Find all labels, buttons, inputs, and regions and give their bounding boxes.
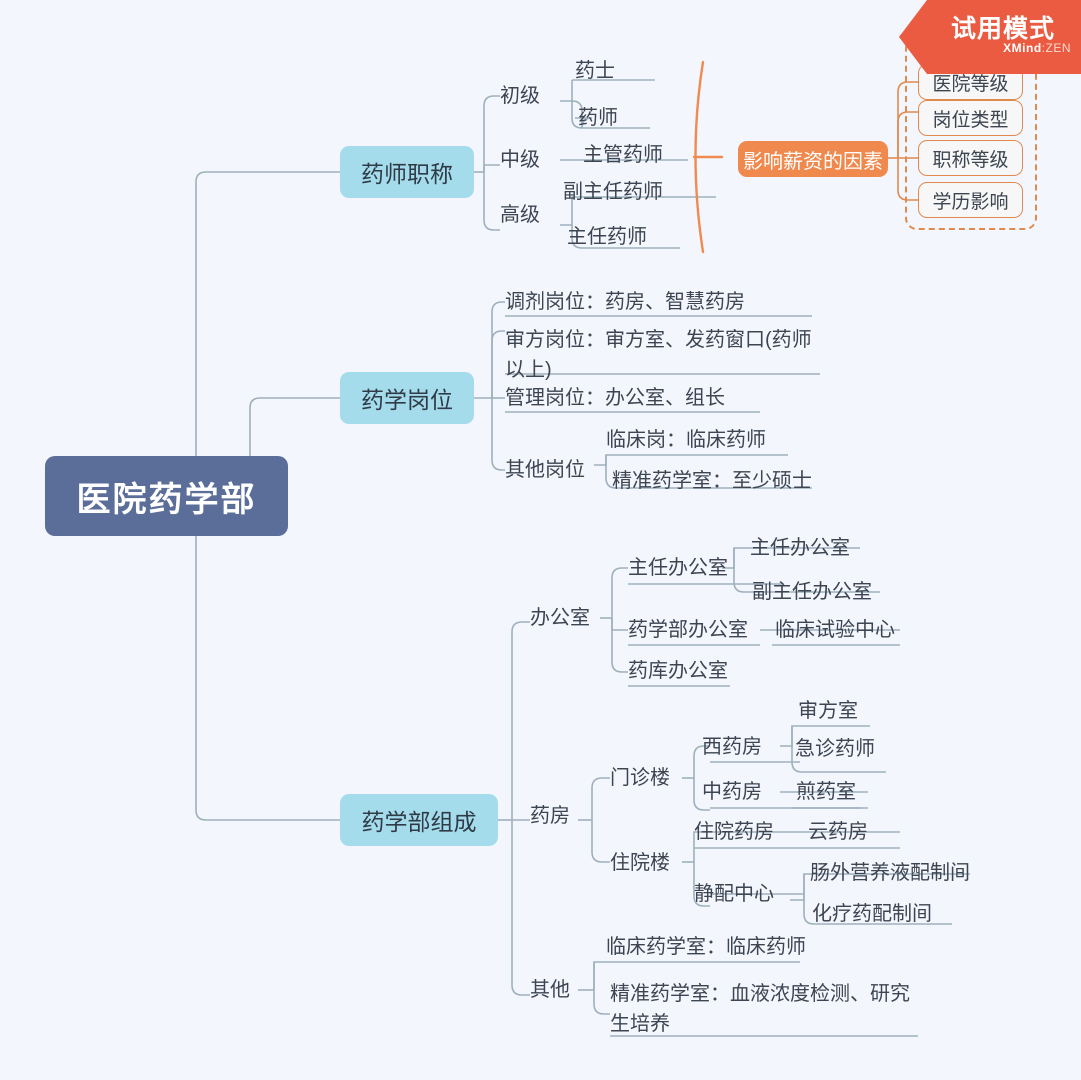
trial-mode-label: 试用模式: [951, 15, 1056, 43]
node-pharmacy-technician[interactable]: 药士: [575, 60, 615, 82]
node-western-pharmacy[interactable]: 西药房: [702, 736, 762, 758]
node-deputy-director-office[interactable]: 副主任办公室: [752, 581, 872, 603]
node-deputy-chief-pharmacist[interactable]: 副主任药师: [563, 181, 663, 203]
node-cloud-pharmacy[interactable]: 云药房: [808, 821, 868, 843]
node-inpatient-building[interactable]: 住院楼: [610, 852, 670, 874]
node-junior-level[interactable]: 初级: [500, 85, 540, 107]
callout-salary-factors[interactable]: 影响薪资的因素: [738, 141, 888, 177]
node-precision-pharmacy-room[interactable]: 精准药学室：血液浓度检测、研究生培养: [610, 983, 910, 1035]
node-dispensing-post[interactable]: 调剂岗位：药房、智慧药房: [505, 291, 745, 313]
obox-title-grade[interactable]: 职称等级: [918, 140, 1023, 176]
node-senior-level[interactable]: 高级: [500, 204, 540, 226]
node-intermediate-level[interactable]: 中级: [500, 149, 540, 171]
node-clinical-post[interactable]: 临床岗：临床药师: [606, 429, 766, 451]
xmind-logo-suffix: ZEN: [1045, 41, 1071, 55]
node-director-office[interactable]: 主任办公室: [750, 537, 850, 559]
node-director-office-group[interactable]: 主任办公室: [628, 557, 728, 579]
node-clinical-trial-center[interactable]: 临床试验中心: [775, 619, 895, 641]
node-chinese-pharmacy[interactable]: 中药房: [702, 781, 762, 803]
xmind-logo-sep: :: [1041, 41, 1046, 55]
node-offices[interactable]: 办公室: [530, 607, 590, 629]
branch-node-department-composition[interactable]: 药学部组成: [340, 794, 498, 846]
node-management-post[interactable]: 管理岗位：办公室、组长: [505, 387, 725, 409]
branch-node-pharmacist-title[interactable]: 药师职称: [340, 146, 474, 198]
node-supervising-pharmacist[interactable]: 主管药师: [583, 144, 663, 166]
node-precision-pharmacy-post[interactable]: 精准药学室：至少硕士: [612, 470, 812, 492]
node-pharmacist[interactable]: 药师: [578, 107, 618, 129]
node-prescription-review-room[interactable]: 审方室: [798, 700, 858, 722]
node-chief-pharmacist[interactable]: 主任药师: [567, 226, 647, 248]
node-parenteral-nutrition-room[interactable]: 肠外营养液配制间: [810, 862, 970, 884]
node-emergency-pharmacist[interactable]: 急诊药师: [795, 738, 875, 760]
node-other-units[interactable]: 其他: [530, 979, 570, 1001]
node-inpatient-pharmacy[interactable]: 住院药房: [694, 821, 774, 843]
node-clinical-pharmacy-room[interactable]: 临床药学室：临床药师: [606, 936, 806, 958]
obox-post-type[interactable]: 岗位类型: [918, 100, 1023, 136]
obox-education-impact[interactable]: 学历影响: [918, 182, 1023, 218]
xmind-logo: XMind:ZEN: [899, 41, 1071, 55]
node-iv-admixture-center[interactable]: 静配中心: [694, 883, 774, 905]
node-decoction-room[interactable]: 煎药室: [796, 781, 856, 803]
branch-node-pharmacy-post[interactable]: 药学岗位: [340, 372, 474, 424]
node-prescription-review-post[interactable]: 审方岗位：审方室、发药窗口(药师以上): [505, 329, 812, 381]
node-chemo-preparation-room[interactable]: 化疗药配制间: [812, 903, 932, 925]
trial-mode-banner: 试用模式 XMind:ZEN: [899, 0, 1081, 74]
node-drug-store-office[interactable]: 药库办公室: [628, 660, 728, 682]
node-outpatient-building[interactable]: 门诊楼: [610, 767, 670, 789]
root-node[interactable]: 医院药学部: [45, 456, 288, 536]
xmind-logo-main: XMind: [1003, 41, 1042, 55]
node-pharmacy-dept-office[interactable]: 药学部办公室: [628, 619, 748, 641]
node-other-posts[interactable]: 其他岗位: [505, 459, 585, 481]
node-pharmacy-rooms[interactable]: 药房: [530, 805, 570, 827]
banner-shape: [899, 0, 1081, 74]
